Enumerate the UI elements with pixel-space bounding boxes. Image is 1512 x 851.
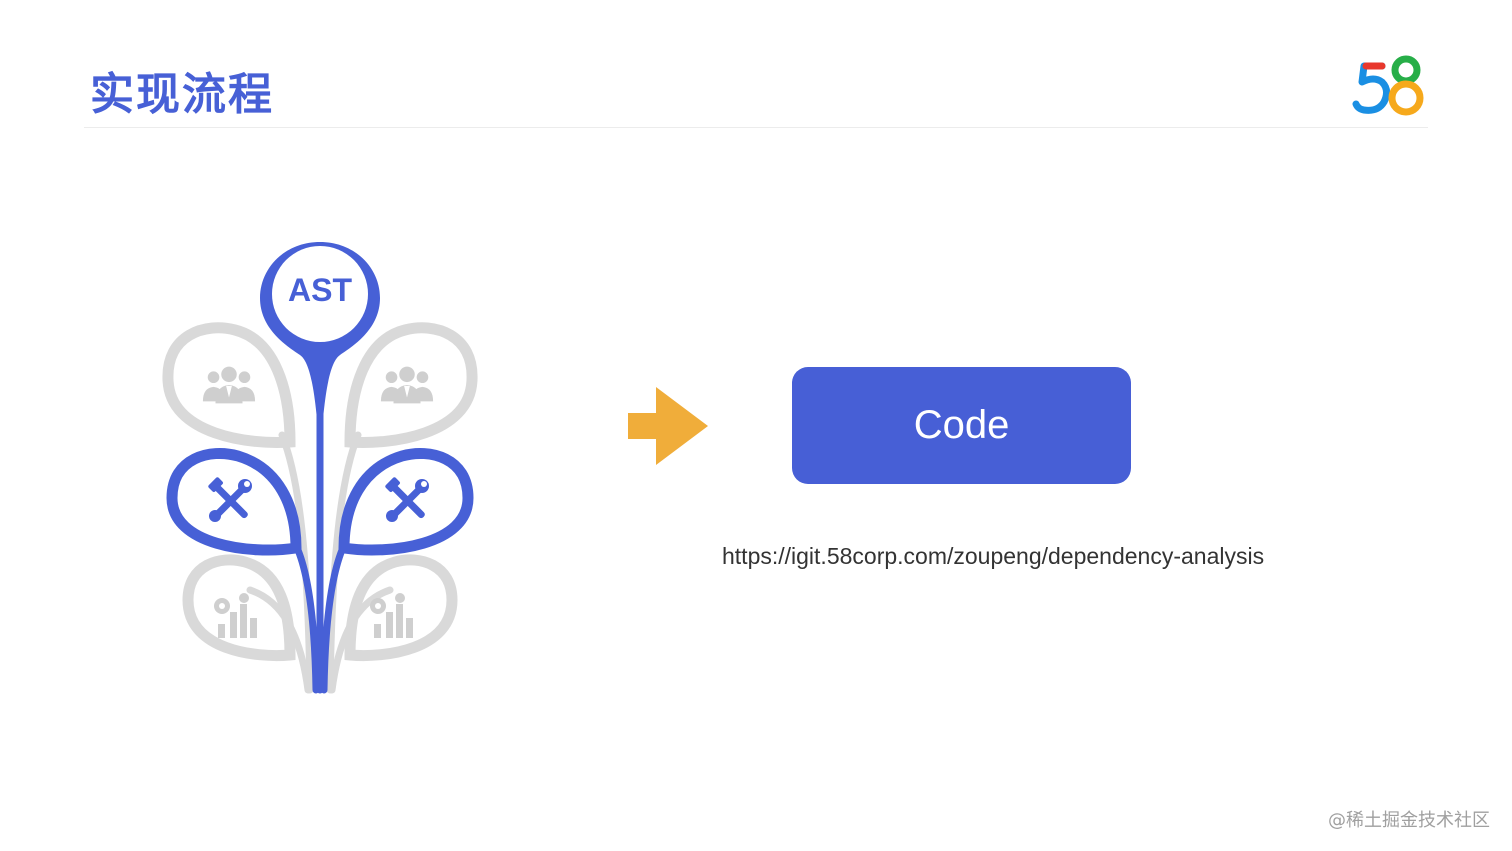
ast-tree-diagram: [162, 242, 478, 694]
gear-chart-icon: [366, 592, 418, 640]
page-title: 实现流程: [90, 69, 274, 120]
right-arrow-icon: [628, 387, 708, 465]
title-divider: [84, 127, 1428, 128]
code-button[interactable]: Code: [792, 367, 1131, 484]
people-group-icon: [200, 362, 258, 406]
repo-url-link[interactable]: https://igit.58corp.com/zoupeng/dependen…: [722, 543, 1265, 569]
tools-icon: [382, 476, 432, 526]
watermark: @稀土掘金技术社区: [1328, 810, 1490, 831]
brand-logo: [1352, 55, 1424, 116]
tools-icon: [205, 476, 255, 526]
gear-chart-icon: [210, 592, 262, 640]
ast-node: AST: [288, 272, 352, 308]
people-group-icon: [378, 362, 436, 406]
